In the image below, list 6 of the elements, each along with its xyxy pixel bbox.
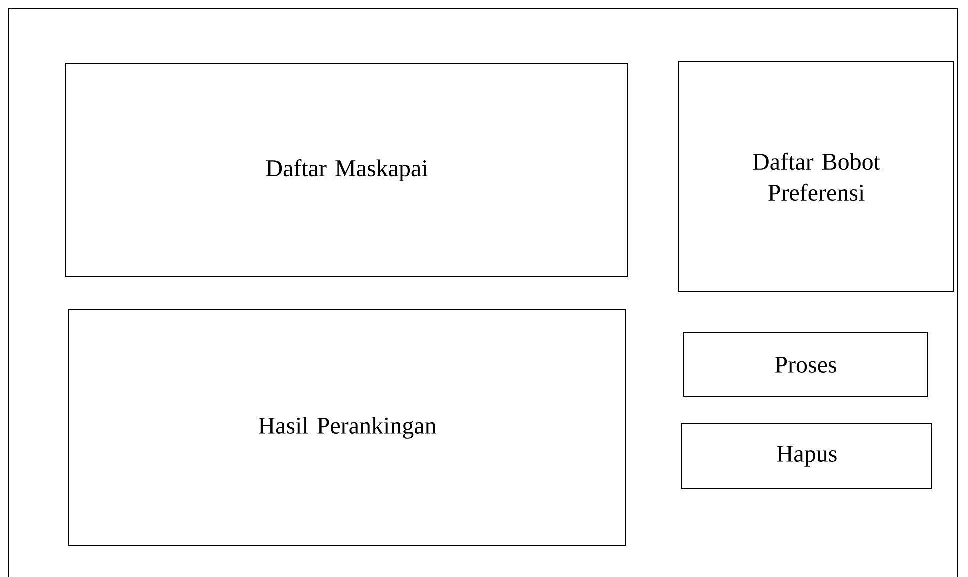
list-panel: Daftar Maskapai	[66, 64, 628, 278]
result-panel: Hasil Perankingan	[68, 310, 626, 546]
button: Hapus	[682, 424, 932, 490]
window-frame	[8, 8, 958, 577]
button: Proses	[684, 332, 928, 398]
list-panel: Daftar Bobot Preferensi	[678, 62, 954, 292]
